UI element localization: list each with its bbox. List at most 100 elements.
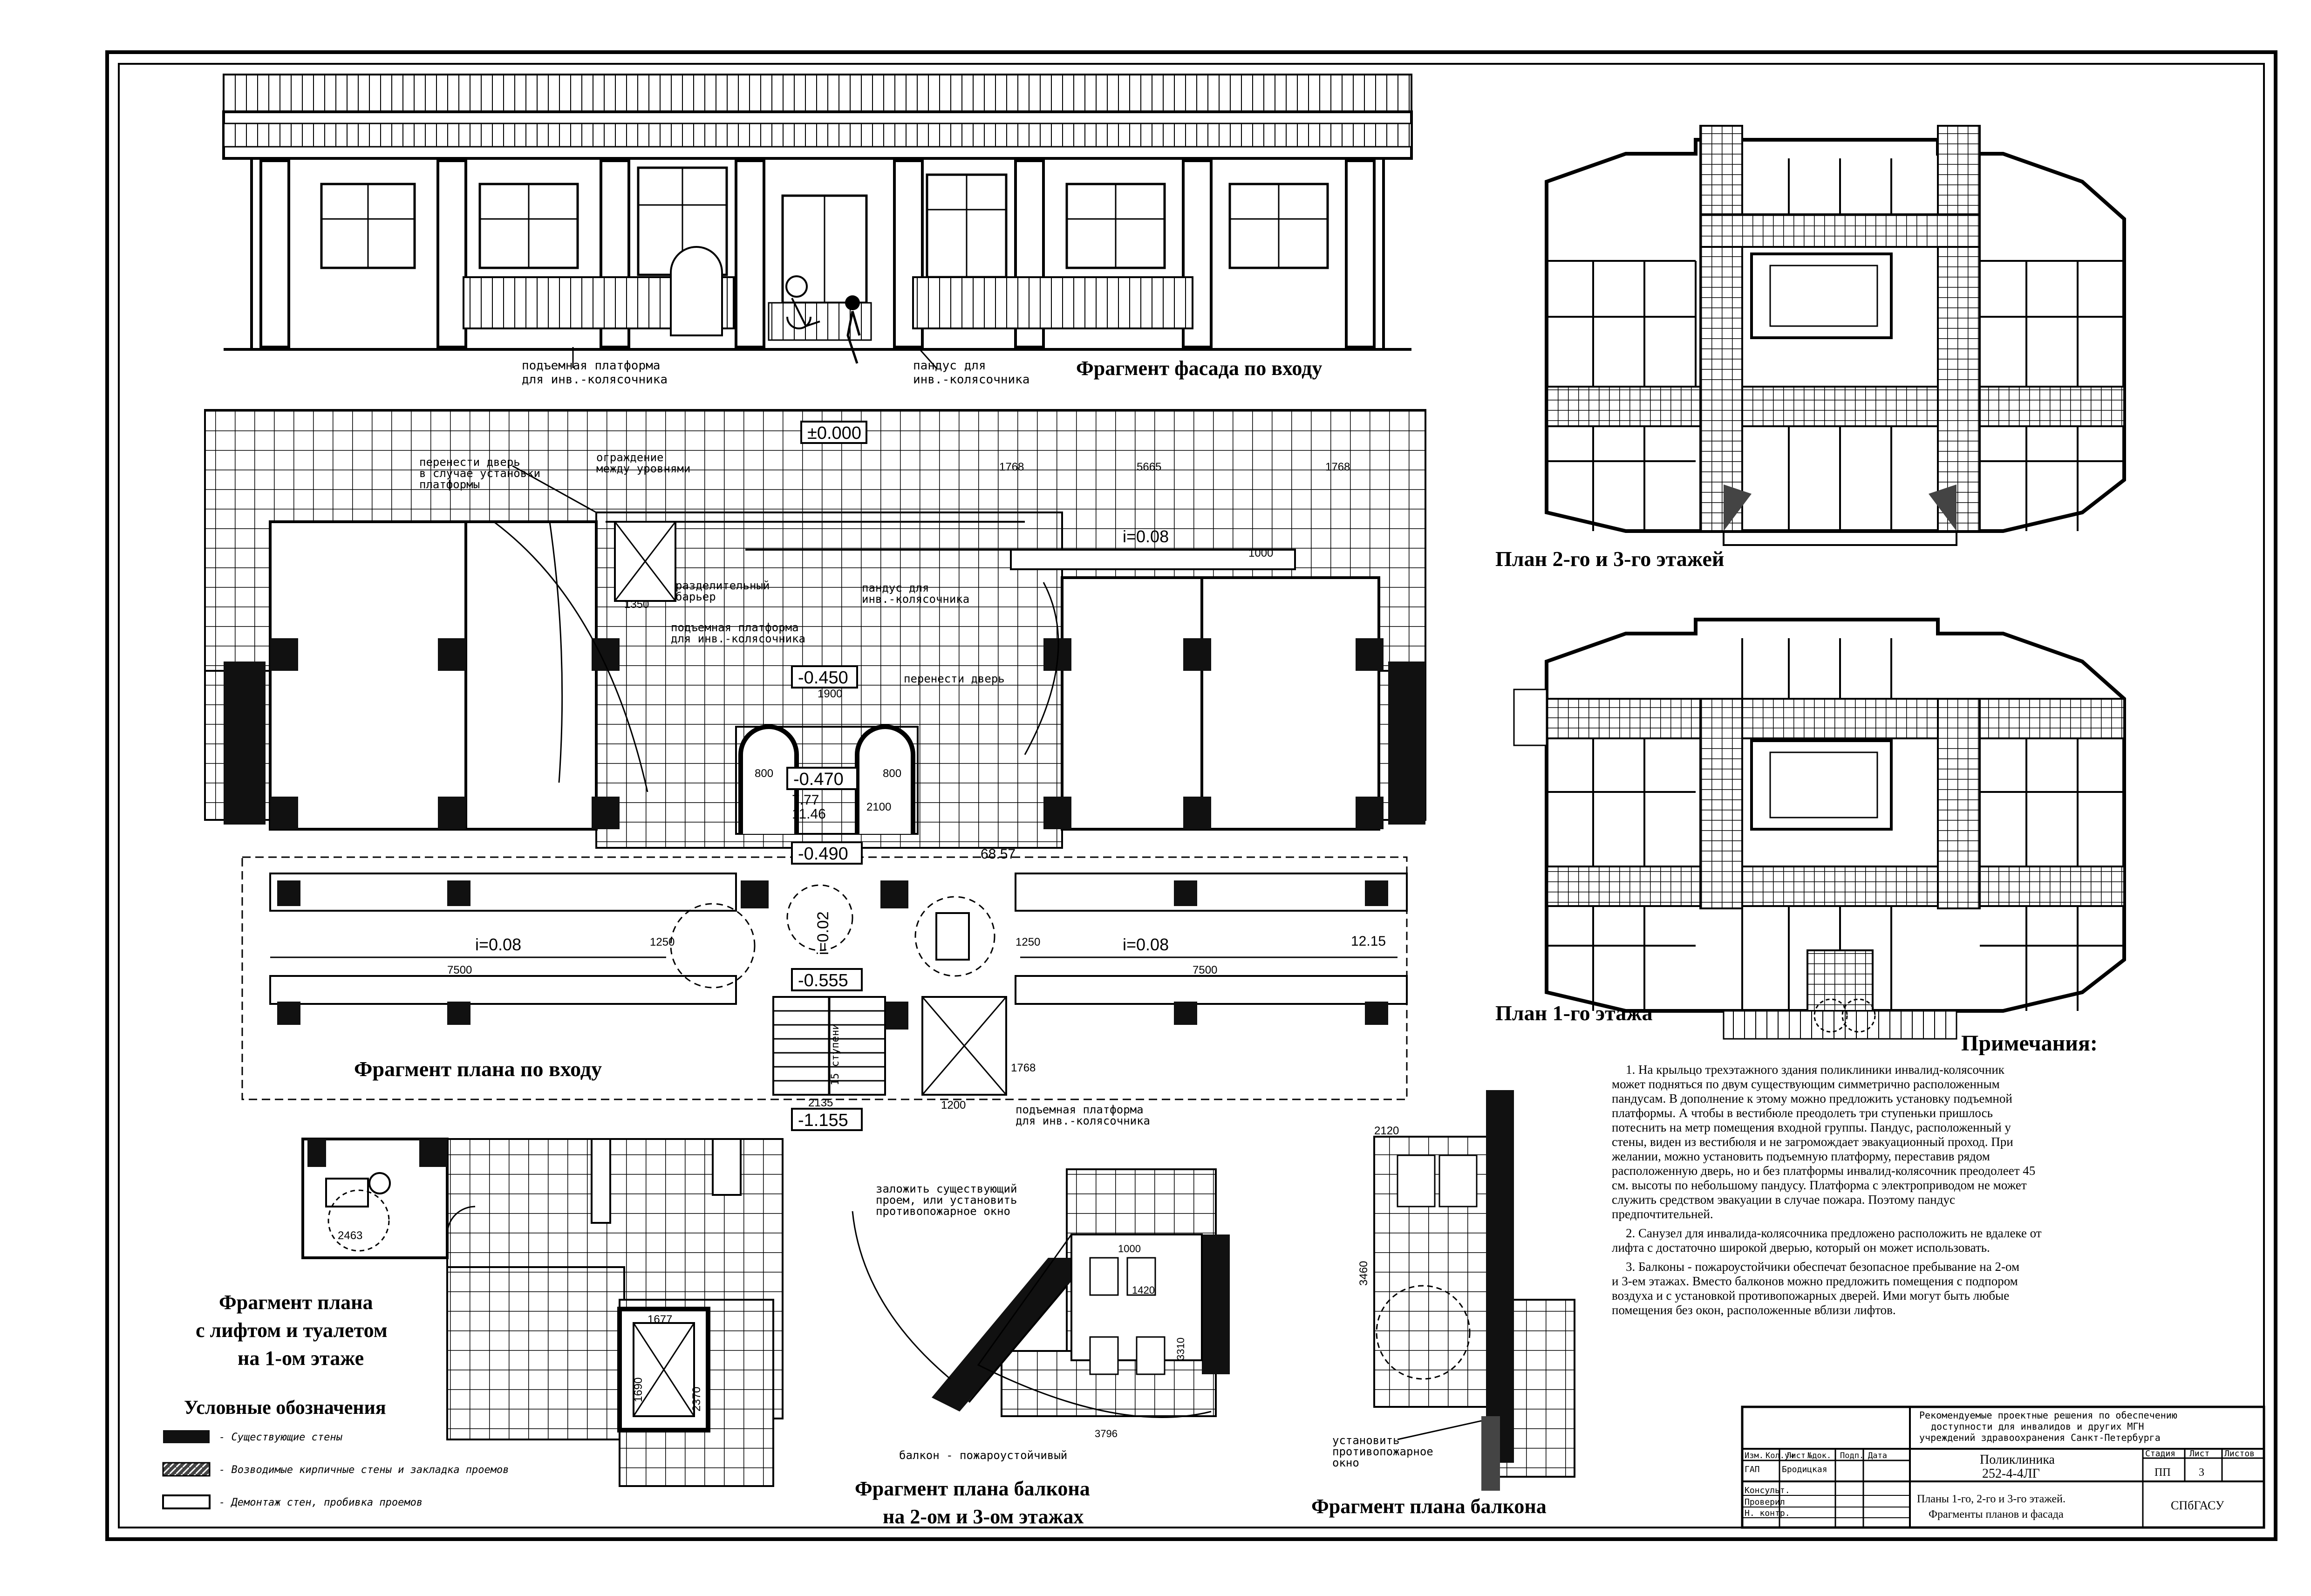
dim-19: 7.77: [792, 792, 819, 808]
note-fence-1: ограждение: [596, 451, 664, 464]
facade-ramp-label-2: инв.-колясочника: [913, 373, 1029, 387]
tb-org-1: Рекомендуемые проектные решения по обесп…: [1919, 1410, 2177, 1421]
tb-project-2: 252-4-4ЛГ: [1982, 1466, 2040, 1481]
balcony23-caption: балкон - пожароустойчивый: [899, 1449, 1067, 1462]
tb-sheet: 3: [2199, 1466, 2204, 1479]
dim-9: 2100: [866, 801, 891, 813]
tb-sheets-header: Листов: [2224, 1449, 2255, 1459]
tb-sheet-title-2: Фрагменты планов и фасада: [1929, 1508, 2064, 1521]
balcony23-dim-1: 1000: [1118, 1243, 1141, 1255]
slope-2: i=0.08: [475, 935, 521, 954]
svg-text:Проверил: Проверил: [1745, 1497, 1785, 1507]
note-barrier-2: барьер: [675, 590, 716, 603]
entry-plan-drawing: ±0.000 -0.450 -0.470 -0.490 -0.555 -1.15…: [204, 409, 1426, 1131]
facade-drawing: подъемная платформа для инв.-колясочника…: [222, 74, 1413, 387]
level-3: -0.490: [798, 844, 848, 864]
legend: Условные обозначения - Существующие стен…: [162, 1397, 509, 1509]
balcony23-title-1: Фрагмент плана балкона: [855, 1477, 1090, 1500]
facade-platform-label-2: для инв.-колясочника: [522, 373, 668, 387]
outer-frame: [105, 50, 2277, 1541]
dim-6: 1900: [818, 688, 842, 700]
title-block: Рекомендуемые проектные решения по обесп…: [1741, 1405, 2265, 1529]
facade-title: Фрагмент фасада по входу: [1076, 357, 1322, 380]
balcony23-dim-3: 3310: [1175, 1337, 1186, 1360]
level-5: -1.155: [798, 1111, 848, 1130]
note-platform-b-1: подъемная платформа: [1016, 1103, 1144, 1116]
tb-org-3: учреждений здравоохранения Санкт-Петербу…: [1919, 1432, 2161, 1443]
notes-line: лифта с достаточно широкой дверью, котор…: [1612, 1241, 1990, 1255]
legend-item-3: - Демонтаж стен, пробивка проемов: [219, 1497, 423, 1508]
balcony-dim-1: 2120: [1374, 1125, 1399, 1137]
balcony-dim-2: 3460: [1357, 1261, 1370, 1286]
svg-text:Дата: Дата: [1868, 1451, 1887, 1460]
floor-plan-1: План 1-го этажа: [1495, 618, 2126, 1040]
lift-dim-3: 1690: [632, 1378, 645, 1402]
lift-dim-1: 2463: [338, 1229, 362, 1242]
dim-10: 7500: [447, 964, 472, 976]
dim-15: 2135: [808, 1097, 833, 1109]
floor-plan-2-3: План 2-го и 3-го этажей: [1495, 125, 2126, 571]
dim-12: 1250: [650, 936, 675, 948]
entry-plan-title: Фрагмент плана по входу: [354, 1057, 602, 1081]
dim-1: 1768: [999, 461, 1024, 473]
note-move-door-1: перенести дверь: [419, 456, 520, 469]
level-0: ±0.000: [807, 423, 861, 443]
tb-project-1: Поликлиника: [1980, 1453, 2055, 1467]
dim-17: 68.57: [981, 846, 1016, 862]
level-1: -0.450: [798, 668, 848, 688]
slope-3: i=0.08: [1123, 935, 1169, 954]
notes-line: воздуха и с установкой противопожарных д…: [1612, 1289, 2009, 1303]
note-move-door-3: платформы: [419, 478, 480, 491]
svg-text:Консульт.: Консульт.: [1745, 1486, 1790, 1495]
notes-line: платформы. А чтобы в вестибюле преодолет…: [1612, 1106, 1993, 1120]
notes-line: желании, можно установить подъемную плат…: [1611, 1149, 1990, 1163]
note-ramp-2: инв.-колясочника: [862, 593, 969, 606]
tb-header-row: Изм. Кол.уч Лист №док. Подп. Дата: [1745, 1451, 1887, 1460]
tb-stage: ПП: [2154, 1466, 2171, 1479]
notes-line: может подняться по двум существующим сим…: [1612, 1077, 2000, 1091]
level-4: -0.555: [798, 971, 848, 990]
notes-line: стены, виден из вестибюля и не загроможд…: [1612, 1135, 2013, 1149]
lift-title-1: Фрагмент плана: [219, 1291, 373, 1314]
dim-3: 1768: [1325, 461, 1350, 473]
balcony23-note-1: заложить существующий: [876, 1182, 1017, 1195]
dim-16: 1768: [1011, 1062, 1036, 1074]
balcony-plan: 2120 3460 установить противопожарное окн…: [1311, 1090, 1575, 1518]
dim-7: 800: [755, 767, 773, 780]
slope-1: i=0.08: [1123, 527, 1169, 546]
balcony-2-3-plan: заложить существующий проем, или установ…: [852, 1168, 1230, 1528]
balcony-note-2: противопожарное: [1332, 1445, 1433, 1458]
note-platform-b-2: для инв.-колясочника: [1016, 1114, 1150, 1127]
legend-item-1: - Существующие стены: [219, 1432, 343, 1443]
notes-line: 2. Санузел для инвалида-колясочника пред…: [1626, 1226, 2042, 1240]
facade-ramp-label-1: пандус для: [913, 359, 986, 373]
level-2: -0.470: [793, 770, 844, 789]
lift-title-3: на 1-ом этаже: [238, 1347, 364, 1370]
lift-title-2: с лифтом и туалетом: [196, 1319, 388, 1342]
note-ramp-1: пандус для: [862, 581, 929, 594]
facade-platform-label-1: подъемная платформа: [522, 359, 660, 373]
dim-5: 1350: [624, 598, 649, 611]
dim-2: 5665: [1137, 461, 1161, 473]
svg-text:Изм.: Изм.: [1745, 1451, 1764, 1460]
dim-8: 800: [883, 767, 901, 780]
note-move-door-b: перенести дверь: [904, 672, 1005, 685]
balcony23-title-2: на 2-ом и 3-ом этажах: [883, 1505, 1084, 1528]
note-move-door-2: в случае установки: [419, 467, 540, 480]
dim-18: 12.15: [1351, 934, 1386, 949]
level-marks: ±0.000 -0.450 -0.470 -0.490 -0.555 -1.15…: [786, 421, 867, 1131]
lift-dim-2: 1677: [648, 1313, 672, 1326]
legend-item-2: - Возводимые кирпичные стены и закладка …: [219, 1464, 509, 1476]
inner-frame: [118, 63, 2265, 1528]
tb-org-2: доступности для инвалидов и других МГН: [1931, 1421, 2144, 1432]
svg-text:Н. контр.: Н. контр.: [1745, 1508, 1790, 1518]
dim-14: 1200: [941, 1099, 966, 1112]
note-fence-2: между уровнями: [596, 462, 690, 475]
tb-stage-header: Стадия: [2145, 1449, 2175, 1459]
lift-toilet-plan: 2463 1677 1690 2370 Фрагмент плана с лиф…: [196, 1138, 784, 1487]
notes-line: потеснить на метр помещения входной груп…: [1612, 1120, 2011, 1134]
tb-sheet-title-1: Планы 1-го, 2-го и 3-го этажей.: [1917, 1493, 2066, 1505]
notes-text: 1. На крыльцо трехэтажного здания поликл…: [1611, 1063, 2042, 1317]
dim-11: 7500: [1193, 964, 1217, 976]
